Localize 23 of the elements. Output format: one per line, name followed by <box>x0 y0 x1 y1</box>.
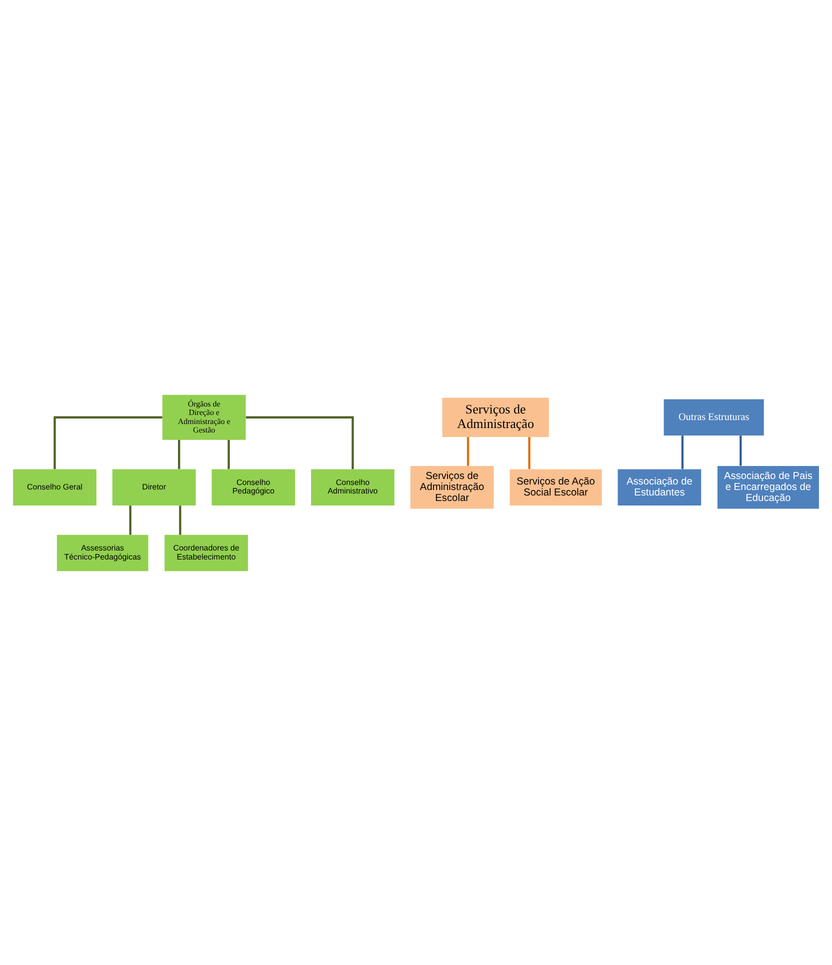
node-box: Conselho Administrativo <box>311 468 394 505</box>
connector <box>740 435 742 466</box>
node-box: Outras Estruturas <box>664 398 764 435</box>
node-box: Serviços de Administração <box>442 397 549 436</box>
connector <box>528 436 530 469</box>
connector <box>466 436 470 466</box>
node-box: Coordenadores de Estabelecimento <box>164 534 248 571</box>
node-box: Associação de Estudantes <box>618 468 702 505</box>
connector <box>681 435 684 468</box>
node-box: Assessorias Técnico-Pedagógicas <box>56 534 148 571</box>
connector <box>54 416 162 469</box>
connector <box>228 439 230 469</box>
node-box: Órgãos de Direção e Administração e Gestão <box>162 394 246 440</box>
node-box: Serviços de Administração Escolar <box>410 465 494 508</box>
connector <box>246 416 354 469</box>
node-box: Serviços de Ação Social Escolar <box>510 468 602 505</box>
connector <box>129 505 132 534</box>
node-box: Conselho Pedagógico <box>212 468 296 505</box>
node-box: Conselho Geral <box>13 468 96 505</box>
node-box: Diretor <box>112 468 196 505</box>
connector <box>179 505 182 534</box>
connector <box>178 439 180 469</box>
node-box: Associação de Pais e Encarregados de Educação <box>717 465 819 508</box>
